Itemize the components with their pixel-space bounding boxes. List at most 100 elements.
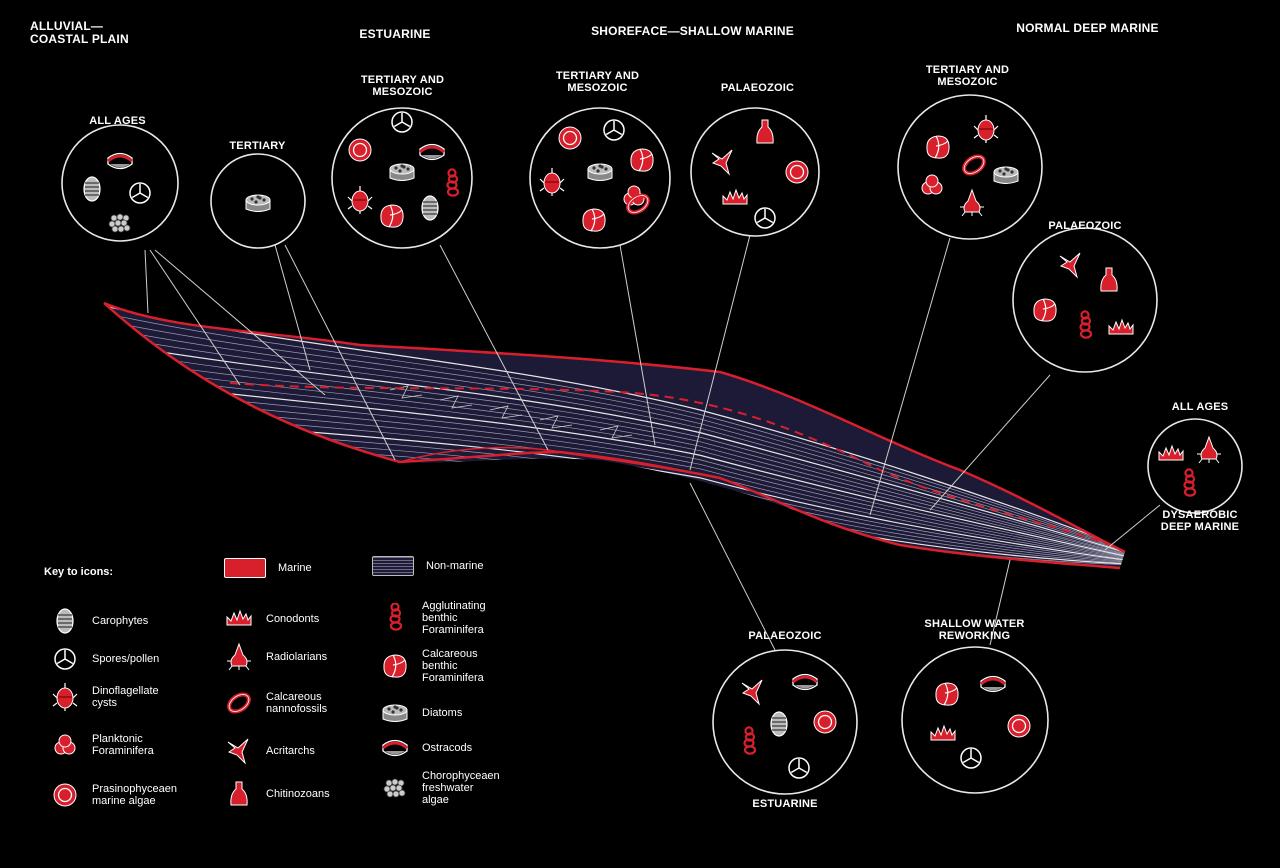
leader-line: [619, 244, 656, 446]
fossil-assemblage-circle: [1012, 227, 1158, 373]
key-label: Carophytes: [92, 615, 149, 627]
diatom-icon: [993, 166, 1019, 184]
prasino-icon: [558, 126, 582, 150]
agglutinating-icon: [1079, 310, 1093, 339]
nannofossil-icon: [227, 692, 251, 714]
carophyte-icon: [56, 608, 74, 634]
radiolarian-icon: [960, 188, 984, 217]
key-title: Key to icons:: [44, 566, 114, 578]
calc-benthic-icon: [630, 148, 654, 172]
sediment-body: [103, 301, 1126, 570]
key-item-chitinozoans: Chitinozoans: [224, 779, 330, 809]
planktonic-foraminifera-icon: [54, 734, 76, 755]
radiolarian-icon: [227, 642, 251, 671]
key-label: Dinoflagellate cysts: [92, 685, 159, 709]
nonmarine-swatch: [372, 556, 414, 576]
spore-icon: [603, 119, 625, 141]
nannofossil-icon: [962, 154, 986, 176]
key-label: Diatoms: [422, 707, 463, 719]
non-marine-fill: [104, 303, 1125, 568]
ostracod-icon: [419, 143, 445, 161]
key-label: Conodonts: [266, 613, 320, 625]
leader-line: [1104, 504, 1161, 551]
leader-line: [284, 244, 396, 461]
circle-label-tertiary: TERTIARY: [229, 140, 286, 152]
leader-line: [274, 244, 311, 371]
diatom-icon: [382, 704, 408, 722]
circle-label-deep-palaeozoic: PALAEOZOIC: [1048, 220, 1122, 232]
leader-line: [869, 237, 951, 516]
key-label: Agglutinating benthic Foraminifera: [422, 600, 486, 636]
key-marine: Marine: [224, 558, 312, 578]
calc-benthic-icon: [935, 682, 959, 706]
chitinozoan-icon: [1100, 267, 1118, 292]
key-item-diatoms: Diatoms: [380, 698, 462, 728]
ostracod-icon: [382, 739, 408, 757]
key-item-conodonts: Conodonts: [224, 604, 319, 634]
diatom-icon: [587, 163, 613, 181]
circle-label-estuarine-tertiary-mesozoic: TERTIARY AND MESOZOIC: [360, 74, 445, 98]
leader-line: [689, 482, 776, 651]
leader-line: [149, 249, 241, 386]
conodont-icon: [930, 724, 956, 741]
agglutinating-foraminifera-icon: [389, 603, 403, 631]
fossil-assemblage-circle: [61, 124, 179, 242]
ostracod-icon: [107, 152, 133, 170]
chitinozoan-icon: [756, 119, 774, 144]
key-marine-label: Marine: [278, 562, 312, 574]
key-item-dinoflagellate: Dinoflagellate cysts: [50, 682, 159, 712]
agglutinating-icon: [743, 726, 757, 755]
fossil-assemblage-circle: [1147, 418, 1243, 514]
circle-label-all-ages-dysaerobic: ALL AGES DYSAEROBIC DEEP MARINE: [1160, 401, 1240, 533]
circle-label-deep-tertiary-mesozoic: TERTIARY AND MESOZOIC: [925, 64, 1010, 88]
marine-swatch: [224, 558, 266, 578]
carophyte-icon: [83, 176, 101, 202]
calcareous-benthic-foraminifera-icon: [383, 654, 407, 678]
key-label: Chitinozoans: [266, 788, 330, 800]
key-item-spores: Spores/pollen: [50, 644, 159, 674]
prasino-icon: [813, 710, 837, 734]
acritarch-icon: [741, 679, 763, 706]
prasino-icon: [348, 138, 372, 162]
conodont-icon: [1108, 318, 1134, 335]
circle-label-palaeozoic-estuarine: PALAEOZOIC ESTUARINE: [748, 630, 822, 810]
key-item-agglutinating: Agglutinating benthic Foraminifera: [380, 600, 486, 636]
dinoflagellate-icon: [347, 186, 373, 214]
conodont-icon: [226, 609, 252, 626]
agglutinating-icon: [446, 168, 460, 197]
fossil-assemblage-circle: [901, 646, 1049, 794]
key-label: Radiolarians: [266, 651, 328, 663]
key-item-prasino: Prasinophyceaen marine algae: [50, 780, 177, 810]
key-label: Planktonic Foraminifera: [92, 733, 154, 757]
planktonic-icon: [921, 174, 943, 195]
leader-line: [989, 559, 1011, 646]
key-item-chlorophyceae: Chorophyceaen freshwater algae: [380, 770, 500, 806]
chlorophyceae-icon: [108, 213, 131, 233]
ostracod-icon: [980, 675, 1006, 693]
nannofossil-icon: [626, 193, 650, 215]
carophyte-icon: [421, 195, 439, 221]
key-item-calcareous-benthic: Calcareous benthic Foraminifera: [380, 648, 484, 684]
fossil-circles: [61, 94, 1243, 795]
key-label: Calcareous nannofossils: [266, 691, 328, 715]
env-estuarine-label: ESTUARINE: [359, 27, 431, 41]
env-deep-marine-label: NORMAL DEEP MARINE: [1016, 21, 1159, 35]
fossil-assemblage-circle: [897, 94, 1043, 240]
calc-benthic-icon: [926, 135, 950, 159]
acritarch-icon: [227, 738, 249, 765]
prasinophyceae-icon: [53, 783, 77, 807]
key-item-radiolarians: Radiolarians: [224, 642, 327, 672]
key-label: Prasinophyceaen marine algae: [92, 783, 178, 807]
marine-dashed-boundary: [229, 382, 1111, 546]
marine-lower-boundary: [103, 302, 1121, 570]
key-item-ostracods: Ostracods: [380, 733, 472, 763]
dinoflagellate-icon: [539, 168, 565, 196]
calc-benthic-icon: [380, 204, 404, 228]
chitinozoan-icon: [230, 781, 248, 806]
spore-icon: [788, 757, 810, 779]
assemblage-circle-outline: [897, 94, 1043, 240]
calc-benthic-icon: [582, 208, 606, 232]
key-item-nannofossils: Calcareous nannofossils: [224, 688, 327, 718]
estuarine-channel-line: [399, 446, 681, 471]
